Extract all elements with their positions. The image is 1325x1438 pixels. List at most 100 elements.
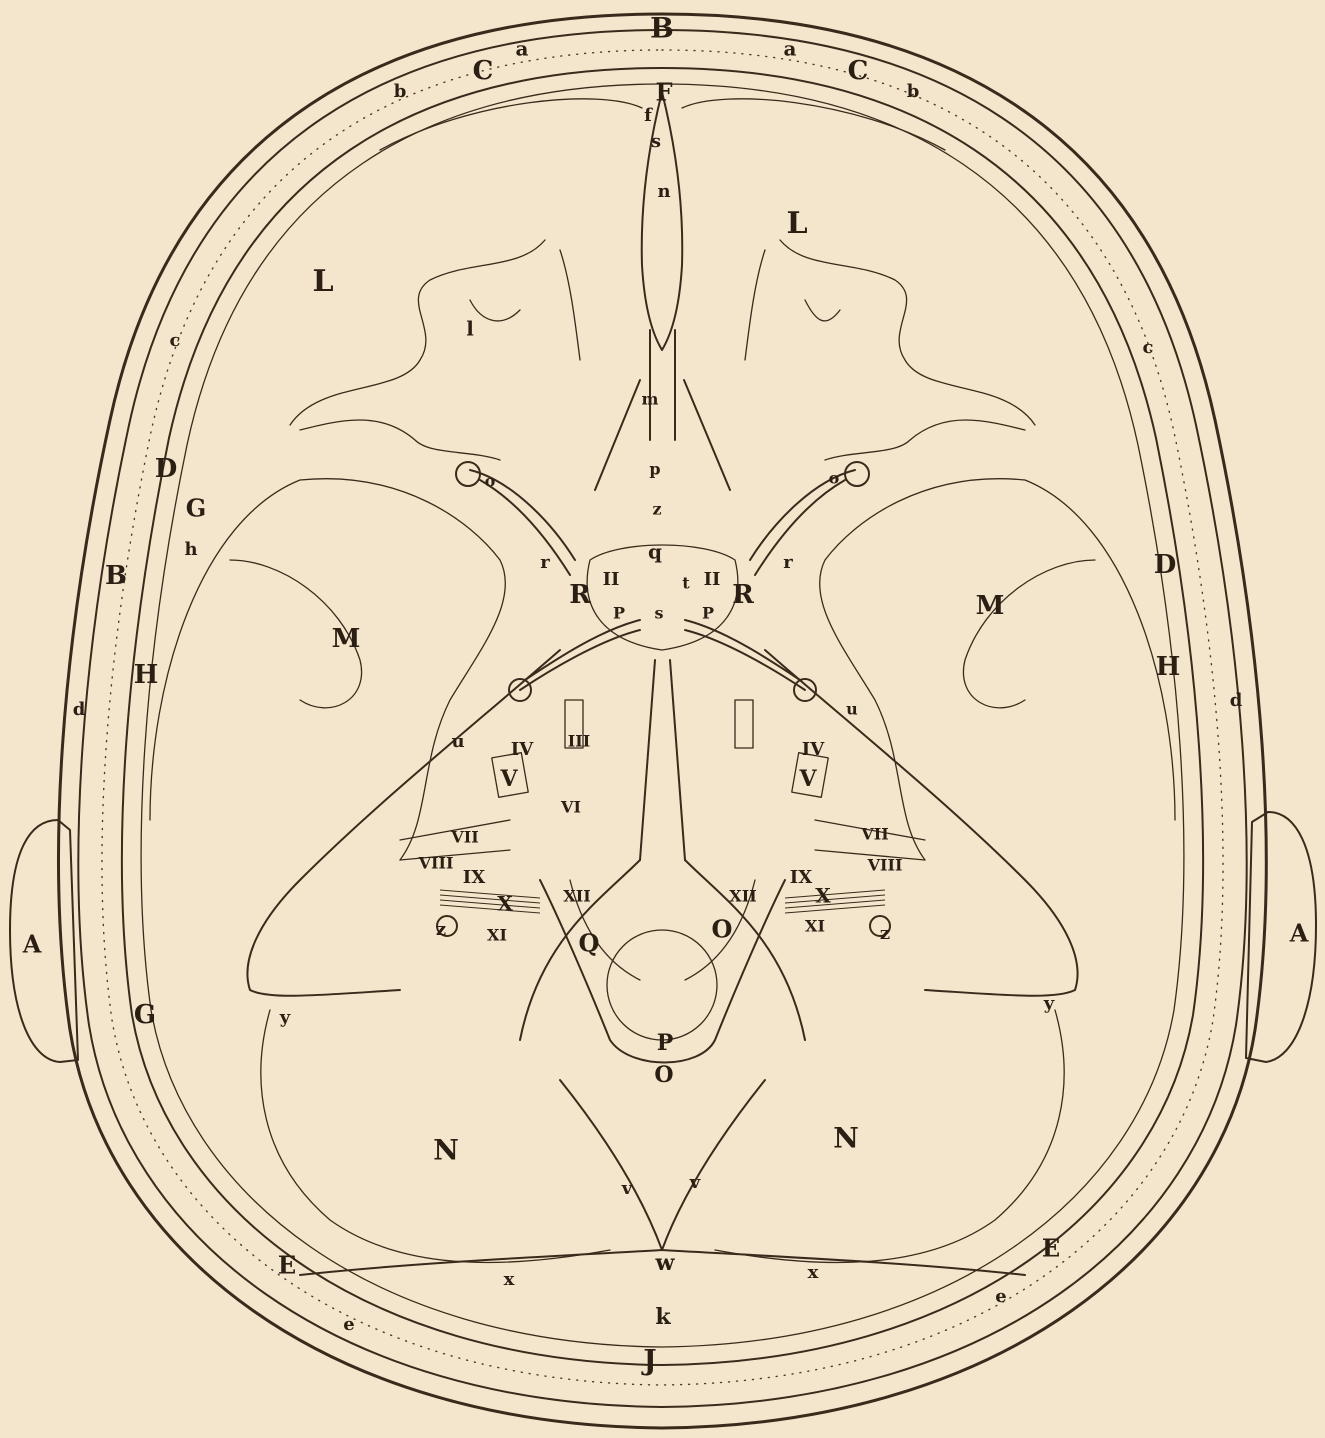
sinus-left (456, 462, 480, 486)
label-P-right: P (702, 604, 714, 623)
label-XI-right: XI (805, 917, 825, 936)
label-x-right: x (808, 1262, 819, 1283)
label-e-left: e (343, 1314, 354, 1335)
label-O-mid: O (712, 915, 733, 944)
label-e-right: e (995, 1286, 1006, 1307)
label-M-right: M (976, 591, 1005, 621)
label-q: q (648, 540, 662, 564)
label-O-bottom: O (654, 1062, 673, 1088)
label-h: h (184, 539, 197, 560)
anterior-cerebral-arteries (595, 330, 730, 490)
tentorium-left (247, 650, 560, 996)
label-s-mid: s (654, 604, 663, 623)
label-VII-right: VII (860, 825, 888, 844)
label-B-top: B (650, 12, 674, 45)
label-M-left: M (332, 624, 361, 654)
falx-cerebri (642, 92, 683, 350)
label-E-left: E (278, 1251, 296, 1280)
label-VI-left: VI (560, 798, 581, 817)
label-L-left: L (312, 264, 333, 299)
label-R-left: R (569, 580, 591, 610)
label-VII-left: VII (450, 828, 478, 847)
label-J: J (640, 1344, 656, 1377)
label-k: k (655, 1304, 671, 1330)
label-d-right: d (1230, 690, 1243, 711)
label-u-left: u (451, 731, 464, 752)
spinal-canal (607, 930, 717, 1040)
label-X-left: X (497, 892, 513, 916)
label-n: n (657, 181, 670, 202)
label-H-left: H (134, 660, 159, 690)
label-II-right: II (704, 569, 721, 590)
scalp-outline (59, 14, 1267, 1428)
label-R-right: R (732, 580, 754, 610)
label-IV-right: IV (802, 739, 825, 760)
label-C-left: C (473, 56, 494, 86)
label-o-left: o (485, 472, 496, 491)
carotid-right (685, 620, 805, 690)
label-Q-left: Q (579, 929, 600, 958)
basilar-artery (640, 660, 685, 860)
label-u-right: u (846, 700, 858, 719)
label-III-left: III (568, 732, 590, 751)
label-w: w (655, 1250, 676, 1276)
label-s-top: s (651, 131, 661, 152)
label-A-left: A (22, 930, 42, 959)
label-c-left: c (170, 330, 181, 351)
label-t: t (682, 574, 690, 593)
label-b-right: b (907, 81, 920, 102)
label-r-left: r (540, 552, 550, 573)
label-D-right: D (1154, 550, 1177, 580)
label-G-left-lower: G (134, 1000, 156, 1030)
label-IX-left: IX (463, 867, 485, 888)
label-N-left: N (433, 1134, 459, 1167)
label-l: l (466, 317, 474, 341)
label-XI-left: XI (487, 926, 507, 945)
label-IV-left: IV (511, 739, 534, 760)
label-II-left: II (603, 569, 620, 590)
temporal-lobe-right (820, 479, 1175, 860)
label-y-right: y (1043, 993, 1055, 1014)
dura-mater (141, 84, 1184, 1347)
carotid-left (520, 620, 640, 690)
label-H-right: H (1156, 652, 1181, 682)
label-a-left: a (516, 37, 529, 61)
temporal-lobe-left (150, 479, 505, 860)
label-f: f (644, 105, 653, 126)
label-z-left: z (436, 919, 446, 940)
label-C-right: C (848, 56, 869, 86)
label-V-right: V (798, 766, 817, 792)
label-v-right: v (689, 1172, 701, 1193)
label-V-left: V (499, 766, 518, 792)
label-p: p (649, 460, 660, 479)
label-G-left-upper: G (186, 494, 207, 523)
label-L-right: L (786, 206, 807, 241)
label-x-left: x (504, 1269, 515, 1290)
label-X-right: X (815, 884, 831, 908)
label-d-left: d (73, 699, 86, 720)
label-XII-left: XII (563, 887, 590, 906)
sinus-right (845, 462, 869, 486)
label-r-right: r (783, 552, 793, 573)
label-IX-right: IX (790, 867, 812, 888)
cerebellum-right (715, 1010, 1064, 1262)
label-o-right: o (829, 469, 840, 488)
left-ear (10, 820, 78, 1062)
falx-cerebelli (560, 1080, 765, 1250)
nerve-bundles (400, 700, 925, 980)
label-b-left: b (394, 81, 407, 102)
label-XII-right: XII (729, 887, 756, 906)
label-VIII-left: VIII (418, 854, 454, 873)
frontal-sulci (470, 250, 840, 360)
label-VIII-right: VIII (867, 856, 903, 875)
label-A-right: A (1289, 919, 1309, 948)
label-D-left: D (155, 454, 178, 484)
label-c-right: c (1143, 337, 1154, 358)
label-y-left: y (279, 1007, 291, 1028)
bone-inner-table (122, 68, 1203, 1365)
label-z-top: z (652, 500, 661, 519)
circle-of-willis (587, 545, 738, 650)
label-a-right: a (784, 37, 797, 61)
